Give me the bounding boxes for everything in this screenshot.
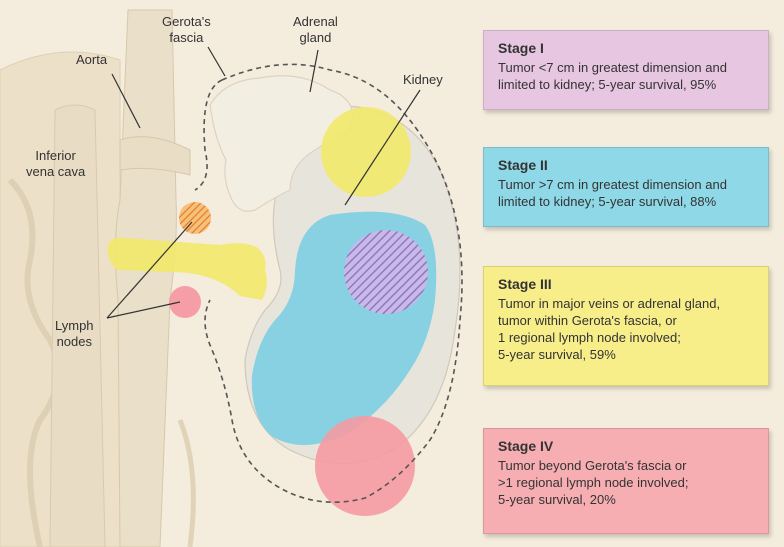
renal-vein-stage3 <box>107 237 267 300</box>
lymph-node-hatched <box>179 202 211 234</box>
stage-1-line-1: Tumor <7 cm in greatest dimension and <box>498 60 727 75</box>
stage-3-line-3: 1 regional lymph node involved; <box>498 330 681 345</box>
stage-1-box: Stage I Tumor <7 cm in greatest dimensio… <box>483 30 769 110</box>
stage-3-line-2: tumor within Gerota's fascia, or <box>498 313 677 328</box>
stage-2-title: Stage II <box>498 157 548 173</box>
stage-2-line-1: Tumor >7 cm in greatest dimension and <box>498 177 727 192</box>
stage-3-title: Stage III <box>498 276 552 292</box>
stage-4-line-2: >1 regional lymph node involved; <box>498 475 689 490</box>
kidney-label: Kidney <box>403 72 443 87</box>
aorta <box>114 9 177 547</box>
stage-4-line-1: Tumor beyond Gerota's fascia or <box>498 458 687 473</box>
adrenal-gland-shape <box>209 75 354 212</box>
lymph-node-red <box>169 286 201 318</box>
stage-3-line-4: 5-year survival, 59% <box>498 347 616 362</box>
adrenal-gland-label: Adrenal gland <box>293 14 338 45</box>
stage4-tumor-marker <box>315 416 415 516</box>
stage1-tumor-marker <box>321 107 411 197</box>
stage-2-line-2: limited to kidney; 5-year survival, 88% <box>498 194 717 209</box>
stage-3-line-1: Tumor in major veins or adrenal gland, <box>498 296 721 311</box>
gerotas-fascia-outline <box>194 63 463 503</box>
aorta-label: Aorta <box>76 52 108 67</box>
inferior-vena-cava <box>49 104 106 547</box>
stage-4-line-3: 5-year survival, 20% <box>498 492 616 507</box>
stage-4-title: Stage IV <box>498 438 554 454</box>
lymph-nodes-label: Lymph nodes <box>55 318 94 349</box>
stage-3-box: Stage III Tumor in major veins or adrena… <box>483 266 769 386</box>
inferior-vena-cava-label: Inferior vena cava <box>26 148 86 179</box>
stage-1-title: Stage I <box>498 40 544 56</box>
renal-artery <box>119 136 191 176</box>
gerotas-fascia-label: Gerota's fascia <box>162 14 211 45</box>
stage-4-box: Stage IV Tumor beyond Gerota's fascia or… <box>483 428 769 534</box>
pointer-lines <box>106 46 421 319</box>
stage-1-line-2: limited to kidney; 5-year survival, 95% <box>498 77 717 92</box>
stage-2-box: Stage II Tumor >7 cm in greatest dimensi… <box>483 147 769 227</box>
hatched-tumor-marker <box>344 230 428 314</box>
